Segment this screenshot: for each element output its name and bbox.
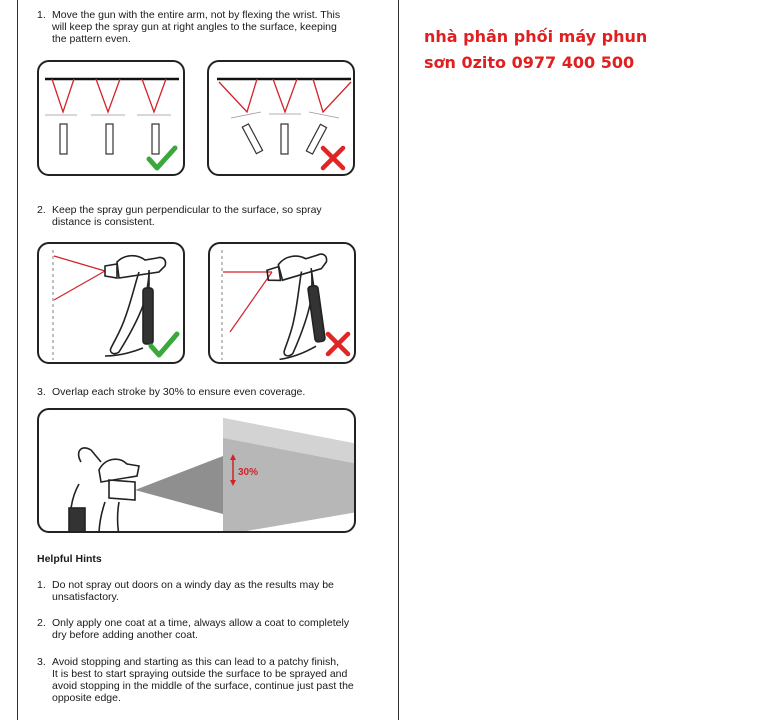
cross-icon [320, 145, 346, 171]
step-text-line: Move the gun with the entire arm, not by… [52, 9, 341, 21]
spray-gun-icon [266, 253, 328, 361]
step-text: Keep the spray gun perpendicular to the … [52, 204, 387, 228]
promo-distributor-line: nhà phân phối máy phun [424, 27, 648, 46]
step-text: Move the gun with the entire arm, not by… [52, 9, 387, 45]
step-3: 3. Overlap each stroke by 30% to ensure … [37, 386, 387, 398]
step-1: 1. Move the gun with the entire arm, not… [37, 9, 387, 45]
step-number: 2. [37, 204, 46, 216]
hint-text-line: dry before adding another coat. [52, 629, 198, 641]
hint-text-line: Only apply one coat at a time, always al… [52, 617, 350, 629]
check-icon [148, 331, 180, 358]
page-right-edge [398, 0, 399, 720]
hint-text: Do not spray out doors on a windy day as… [52, 579, 387, 603]
hint-1: 1. Do not spray out doors on a windy day… [37, 579, 387, 603]
hint-text-line: Do not spray out doors on a windy day as… [52, 579, 334, 591]
hint-text-line: Avoid stopping and starting as this can … [52, 656, 339, 668]
helpful-hints-heading: Helpful Hints [37, 553, 102, 565]
spray-gun-icon [104, 254, 167, 357]
hint-3: 3. Avoid stopping and starting as this c… [37, 656, 387, 704]
hint-number: 3. [37, 656, 46, 668]
step-text-line: will keep the spray gun at right angles … [52, 21, 337, 33]
promo-phone-line: sơn 0zito 0977 400 500 [424, 53, 635, 72]
hint-text-line: opposite edge. [52, 692, 121, 704]
correct-arm-motion-illustration [37, 60, 185, 176]
step-number: 1. [37, 9, 46, 21]
spray-gun-icon [68, 447, 140, 531]
incorrect-wrist-flex-illustration [207, 60, 355, 176]
check-icon [146, 145, 178, 171]
hint-number: 1. [37, 579, 46, 591]
step-2: 2. Keep the spray gun perpendicular to t… [37, 204, 387, 228]
hint-text: Only apply one coat at a time, always al… [52, 617, 387, 641]
step-text-line: Keep the spray gun perpendicular to the … [52, 204, 322, 216]
hint-text-line: avoid stopping in the middle of the surf… [52, 680, 354, 692]
step-text-line: Overlap each stroke by 30% to ensure eve… [52, 386, 306, 398]
overlap-percent-label: 30% [238, 467, 258, 478]
cross-icon [325, 331, 351, 357]
hint-text-line: It is best to start spraying outside the… [52, 668, 348, 680]
correct-perpendicular-gun-illustration [37, 242, 185, 364]
step-number: 3. [37, 386, 46, 398]
step-text: Overlap each stroke by 30% to ensure eve… [52, 386, 387, 398]
hint-text: Avoid stopping and starting as this can … [52, 656, 387, 704]
step-text-line: distance is consistent. [52, 216, 155, 228]
left-margin-rule [17, 0, 18, 720]
incorrect-angled-gun-illustration [208, 242, 356, 364]
hint-text-line: unsatisfactory. [52, 591, 119, 603]
hint-2: 2. Only apply one coat at a time, always… [37, 617, 387, 641]
overlap-stroke-illustration: 30% [37, 408, 356, 533]
step-text-line: the pattern even. [52, 33, 131, 45]
hint-number: 2. [37, 617, 46, 629]
